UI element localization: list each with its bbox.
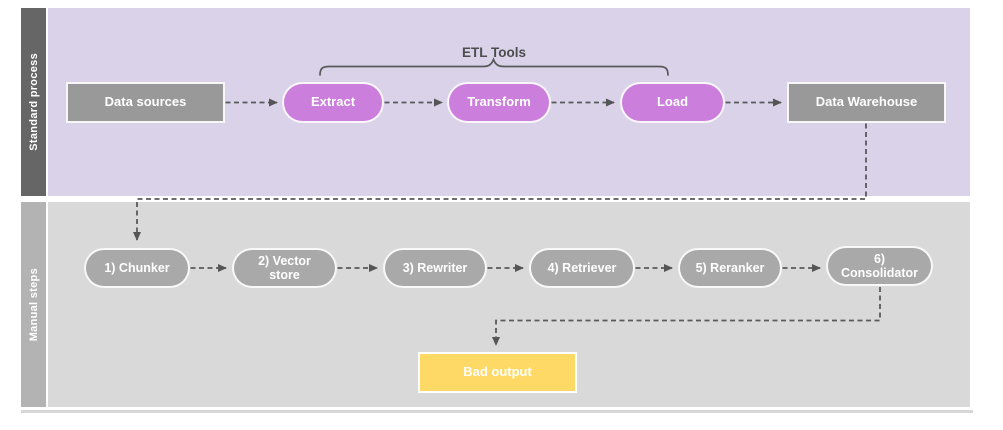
node-bad-output-label: Bad output <box>463 364 532 380</box>
lane-header-manual-steps: Manual steps <box>21 202 46 407</box>
node-load-label: Load <box>656 94 689 110</box>
node-data-sources-label: Data sources <box>104 94 187 110</box>
node-extract-label: Extract <box>310 94 356 110</box>
node-data-warehouse: Data Warehouse <box>787 82 946 123</box>
node-reranker-label: 5) Reranker <box>695 261 765 275</box>
node-vector-store-label: 2) Vector store <box>258 254 311 282</box>
node-retriever-label: 4) Retriever <box>547 261 617 275</box>
node-transform: Transform <box>447 82 551 123</box>
node-vector-store: 2) Vector store <box>232 248 337 288</box>
etl-tools-label: ETL Tools <box>462 45 526 60</box>
node-consolidator-label: 6) Consolidator <box>840 252 919 280</box>
node-retriever: 4) Retriever <box>529 248 635 288</box>
node-transform-label: Transform <box>467 94 531 110</box>
node-load: Load <box>620 82 725 123</box>
lane-label-standard-process: Standard process <box>27 53 40 151</box>
node-data-warehouse-label: Data Warehouse <box>815 94 918 110</box>
node-chunker-label: 1) Chunker <box>104 261 170 275</box>
node-data-sources: Data sources <box>66 82 225 123</box>
node-bad-output: Bad output <box>418 352 577 393</box>
lane-header-standard-process: Standard process <box>21 8 46 196</box>
node-chunker: 1) Chunker <box>84 248 190 288</box>
node-rewriter: 3) Rewriter <box>383 248 487 288</box>
node-reranker: 5) Reranker <box>678 248 782 288</box>
bottom-divider <box>21 410 973 413</box>
lane-label-manual-steps: Manual steps <box>27 267 40 342</box>
node-rewriter-label: 3) Rewriter <box>402 261 468 275</box>
node-consolidator: 6) Consolidator <box>826 246 933 286</box>
node-extract: Extract <box>282 82 384 123</box>
